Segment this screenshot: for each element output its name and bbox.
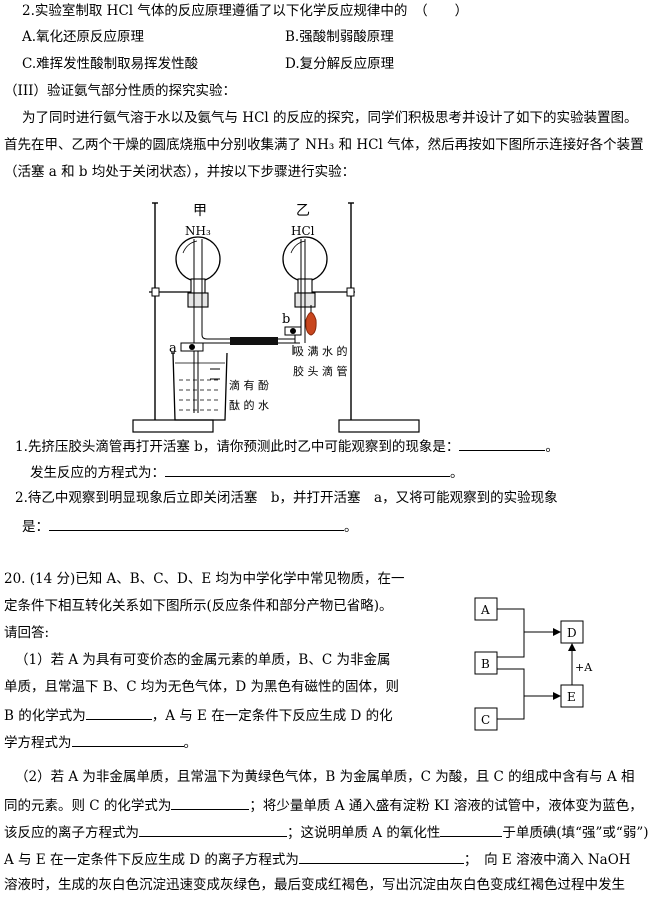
q20-line3: 请回答:: [4, 625, 50, 641]
apparatus-diagram: 甲 NH₃ a 滴 有 酚 酞 的 水 乙 HCl b 吸 满 水 的 胶 头 …: [132, 202, 420, 433]
valve-a-label: a: [169, 341, 177, 356]
beaker: [172, 352, 228, 421]
dropper-label-line1: 吸 满 水 的: [293, 344, 348, 358]
flask-yi-label: 乙: [296, 203, 310, 219]
beaker-label-line2: 酞 的 水: [229, 398, 269, 412]
q2-stem: 2.实验室制取 HCl 气体的反应原理遵循了以下化学反应规律中的 （ ）: [22, 3, 469, 19]
box-b-label: B: [481, 657, 490, 671]
q20-part2-blank-3: [440, 822, 503, 837]
flask-jia-label: 甲: [193, 203, 207, 219]
box-c-label: C: [481, 713, 490, 727]
beaker-label-line1: 滴 有 酚: [229, 378, 269, 392]
stopper-jia: [187, 292, 209, 308]
part3-intro-line2: 首先在甲、乙两个干燥的圆底烧瓶中分别收集满了 NH₃ 和 HCl 气体，然后再按…: [4, 137, 644, 153]
q20-part2-line1: （2）若 A 为非金属单质，且常温下为黄绿色气体，B 为金属单质，C 为酸，且 …: [15, 769, 635, 785]
flask-jia: [175, 236, 221, 282]
part3-intro-line3: （活塞 a 和 b 均处于关闭状态），并按以下步骤进行实验：: [4, 164, 356, 180]
q20-part2-blank-1: [171, 795, 250, 810]
q20-part2-blank-2: [139, 822, 287, 837]
step2-answer-blank: [49, 516, 344, 531]
dropper-label-line2: 胶 头 滴 管: [293, 364, 348, 378]
box-a-label: A: [480, 603, 490, 617]
right-stand-base: [338, 419, 420, 433]
q20-flow-diagram: A B C D E +A: [474, 597, 593, 731]
q20-part1-line1: （1）若 A 为具有可变价态的金属元素的单质，B、C 为非金属: [15, 652, 391, 668]
flask-yi-gas: HCl: [291, 224, 315, 238]
flask-jia-gas: NH₃: [185, 224, 211, 238]
q2-option-c: C.难挥发性酸制取易挥发性酸: [22, 56, 199, 72]
q20-part1-line2: 单质，且常温下 B、C 均为无色气体，D 为黑色有磁性的固体，则: [4, 679, 399, 695]
q20-part2-blank-4: [298, 849, 464, 864]
q20-part2-line5: 溶液时，生成的灰白色沉淀迅速变成灰绿色，最后变成红褐色，写出沉淀由灰白色变成红褐…: [4, 877, 625, 893]
dropper-bulb: [305, 312, 317, 336]
valve-b-label: b: [282, 312, 290, 327]
q20-part1-line3: B 的化学式为，A 与 E 在一定条件下反应生成 D 的化: [4, 705, 393, 725]
step1-line2: 发生反应的方程式为：。: [30, 462, 464, 482]
step1-answer-blank-1: [459, 436, 546, 451]
q20-part1-blank-1: [85, 705, 152, 720]
left-stand-base: [132, 419, 214, 433]
q2-option-b: B.强酸制弱酸原理: [285, 29, 394, 45]
q20-part2-line2: 同的元素。则 C 的化学式为；将少量单质 A 通入盛有淀粉 KI 溶液的试管中，…: [4, 795, 643, 815]
edge-label-plus-a: +A: [575, 661, 593, 674]
box-b: [474, 651, 498, 675]
part3-intro-line1: 为了同时进行氨气溶于水以及氨气与 HCl 的反应的探究，同学们积极思考并设计了如…: [22, 110, 638, 126]
step2-line2: 是：。: [22, 516, 358, 536]
rubber-tube: [230, 337, 278, 345]
q20-part1-blank-2: [71, 732, 184, 747]
step2-line1: 2.待乙中观察到明显现象后立即关闭活塞 b，并打开活塞 a，又将可能观察到的实验…: [15, 490, 558, 506]
part3-heading: （III）验证氨气部分性质的探究实验：: [4, 83, 236, 99]
q20-line2: 定条件下相互转化关系如下图所示(反应条件和部分产物已省略)。: [4, 598, 393, 614]
box-d-label: D: [567, 626, 577, 640]
q20-part1-line4: 学方程式为。: [4, 732, 197, 752]
q20-part2-line3: 该反应的离子方程式为；这说明单质 A 的氧化性于单质碘(填“强”或“弱”)；: [4, 822, 650, 842]
box-e-label: E: [567, 690, 576, 704]
q2-option-a: A.氧化还原反应原理: [22, 29, 145, 45]
step1-answer-blank-2: [165, 462, 450, 477]
q20-line1: 20. (14 分)已知 A、B、C、D、E 均为中学化学中常见物质，在一: [4, 571, 405, 587]
step1-line1: 1.先挤压胶头滴管再打开活塞 b，请你预测此时乙中可能观察到的现象是：。: [15, 436, 559, 456]
q2-option-d: D.复分解反应原理: [285, 56, 395, 72]
q20-part2-line4: A 与 E 在一定条件下反应生成 D 的离子方程式为； 向 E 溶液中滴入 Na…: [4, 849, 631, 869]
